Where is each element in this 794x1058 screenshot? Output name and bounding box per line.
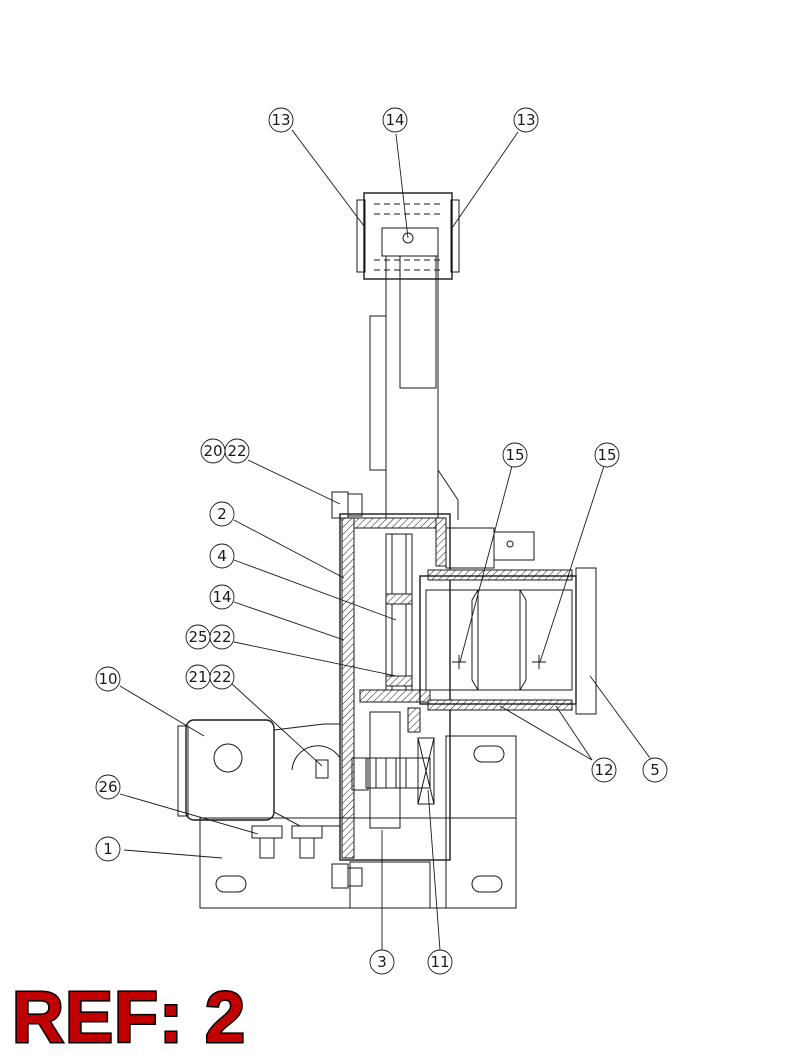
hydraulic-motor <box>177 719 369 859</box>
balloon-20: 20 <box>200 438 226 464</box>
svg-text:20: 20 <box>203 442 222 460</box>
balloon-15-left: 15 <box>502 442 528 468</box>
svg-text:15: 15 <box>597 446 616 464</box>
balloons: 13 14 13 20 22 2 4 14 25 22 10 21 22 26 … <box>95 107 668 975</box>
balloon-25: 25 <box>185 624 211 650</box>
svg-text:25: 25 <box>188 628 207 646</box>
svg-text:12: 12 <box>594 761 613 779</box>
balloon-12: 12 <box>591 757 617 783</box>
svg-text:1: 1 <box>103 840 113 858</box>
balloon-1: 1 <box>95 836 121 862</box>
base-plate <box>199 735 517 909</box>
svg-text:22: 22 <box>212 668 231 686</box>
svg-text:26: 26 <box>98 778 117 796</box>
balloon-15-right: 15 <box>594 442 620 468</box>
balloon-11: 11 <box>427 949 453 975</box>
svg-text:21: 21 <box>188 668 207 686</box>
svg-text:14: 14 <box>385 111 404 129</box>
svg-text:2: 2 <box>217 505 227 523</box>
balloon-13-top-left: 13 <box>268 107 294 133</box>
svg-text:15: 15 <box>505 446 524 464</box>
svg-text:4: 4 <box>217 547 227 565</box>
ref-label: REF: 2 <box>10 978 247 1058</box>
svg-text:10: 10 <box>98 670 117 688</box>
balloon-21: 21 <box>185 664 211 690</box>
balloon-13-top-right: 13 <box>513 107 539 133</box>
svg-text:22: 22 <box>212 628 231 646</box>
balloon-3: 3 <box>369 949 395 975</box>
balloon-14-side: 14 <box>209 584 235 610</box>
balloon-2: 2 <box>209 501 235 527</box>
svg-text:3: 3 <box>377 953 387 971</box>
svg-text:14: 14 <box>212 588 231 606</box>
balloon-5: 5 <box>642 757 668 783</box>
balloon-22-b: 22 <box>209 624 235 650</box>
svg-text:13: 13 <box>271 111 290 129</box>
balloon-14-top: 14 <box>382 107 408 133</box>
barrel-coupling <box>419 567 597 715</box>
balloon-22-c: 22 <box>209 664 235 690</box>
vertical-arm <box>369 255 459 527</box>
svg-text:13: 13 <box>516 111 535 129</box>
balloon-4: 4 <box>209 543 235 569</box>
svg-text:5: 5 <box>650 761 660 779</box>
balloon-26: 26 <box>95 774 121 800</box>
balloon-10: 10 <box>95 666 121 692</box>
lower-gear <box>365 707 435 829</box>
bolts <box>331 491 363 889</box>
svg-text:11: 11 <box>430 953 449 971</box>
gear-housing <box>339 513 535 861</box>
leader-lines <box>119 129 651 951</box>
balloon-22-a: 22 <box>224 438 250 464</box>
svg-text:22: 22 <box>227 442 246 460</box>
